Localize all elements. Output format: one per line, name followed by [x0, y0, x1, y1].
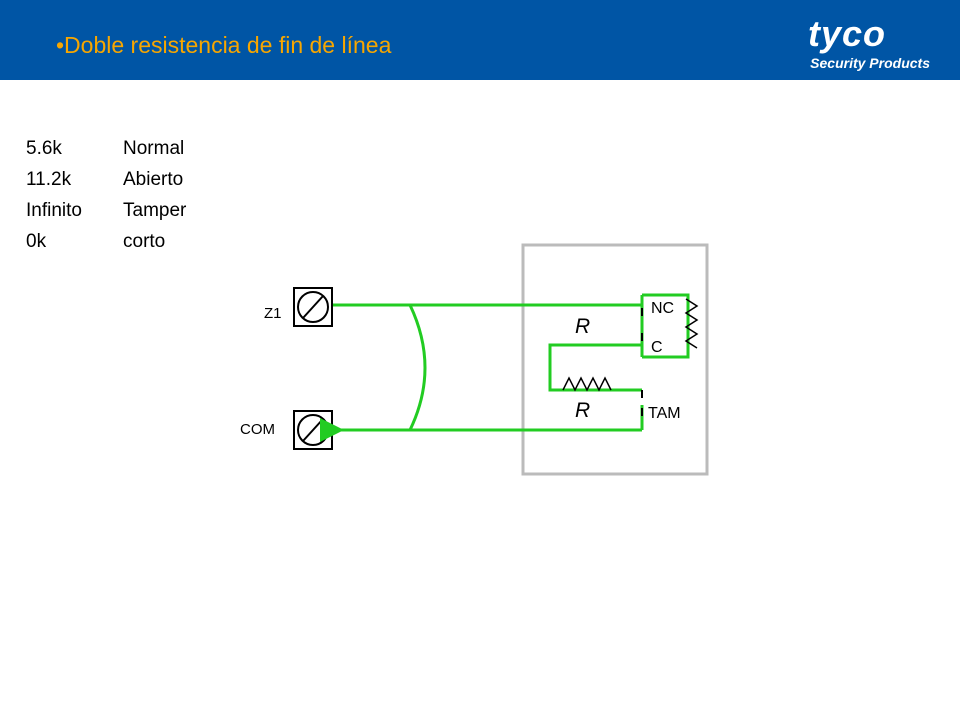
z1-screw-head	[297, 291, 329, 323]
legend-state: corto	[123, 231, 166, 252]
com-label: COM	[240, 421, 275, 438]
nc-label: NC	[651, 300, 674, 317]
device-enclosure	[521, 243, 709, 476]
tyco-logo: tyco Security Products	[730, 16, 930, 76]
legend-value: 0k	[26, 231, 47, 252]
resistor-horizontal-icon	[562, 376, 612, 392]
com-screw-terminal-icon	[293, 410, 333, 450]
resistance-legend: 5.6k Normal 11.2k Abierto Infinito Tampe…	[26, 133, 186, 257]
legend-state: Abierto	[123, 169, 184, 190]
legend-row: Infinito Tamper	[26, 195, 186, 226]
resistor-vertical-icon	[684, 298, 699, 349]
resistor-label-bottom: R	[575, 399, 590, 422]
wire-c-to-tam	[548, 343, 642, 392]
legend-row: 5.6k Normal	[26, 133, 186, 164]
slide-title: •Doble resistencia de fin de línea	[56, 32, 392, 58]
logo-wordmark: tyco	[807, 13, 886, 54]
wire-group	[320, 293, 690, 442]
header-bar: •Doble resistencia de fin de línea tyco …	[0, 0, 960, 80]
com-screw-slot	[302, 418, 324, 442]
z1-screw-slot	[302, 295, 324, 319]
logo-subtitle: Security Products	[810, 55, 930, 71]
legend-row: 11.2k Abierto	[26, 164, 186, 195]
z1-screw-terminal-icon	[293, 287, 333, 327]
legend-value: 11.2k	[26, 169, 72, 190]
tam-label: TAM	[648, 405, 681, 422]
z1-label: Z1	[264, 305, 282, 322]
legend-state: Normal	[123, 138, 185, 159]
legend-value: Infinito	[26, 200, 82, 221]
wire-cable-bundle	[408, 304, 427, 431]
legend-value: 5.6k	[26, 138, 62, 159]
resistor-label-top: R	[575, 315, 590, 338]
legend-state: Tamper	[123, 200, 187, 221]
legend-row: 0k corto	[26, 226, 186, 257]
c-label: C	[651, 339, 663, 356]
